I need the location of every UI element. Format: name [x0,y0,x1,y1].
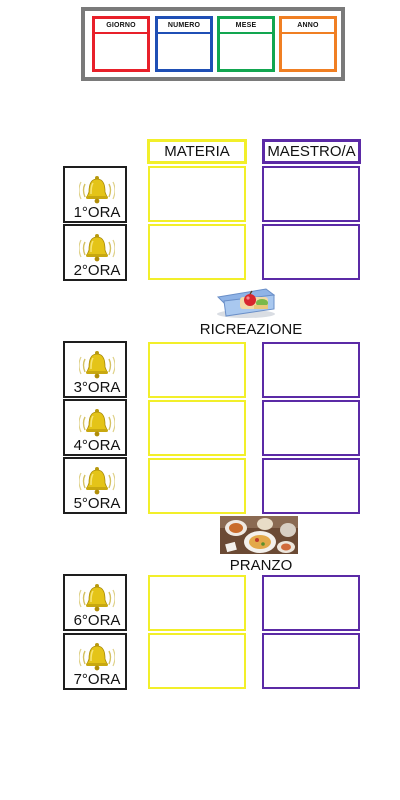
teacher-cell-7[interactable] [262,633,360,689]
subject-cell-4[interactable] [148,400,246,456]
teacher-cell-6[interactable] [262,575,360,631]
year-box[interactable]: ANNO [279,16,337,72]
bell-icon [79,233,115,263]
subject-cell-5[interactable] [148,458,246,514]
teacher-cell-2[interactable] [262,224,360,280]
hour-text: 2°ORA [73,262,121,279]
hour-label-2: 2°ORA [63,224,127,281]
hour-label-3: 3°ORA [63,341,127,398]
hour-label-4: 4°ORA [63,399,127,456]
bell-icon [79,466,115,496]
number-box[interactable]: NUMERO [155,16,213,72]
hour-text: 7°ORA [73,671,121,688]
bell-icon [79,408,115,438]
recess-label: RICREAZIONE [199,321,303,338]
teacher-cell-3[interactable] [262,342,360,398]
teacher-cell-1[interactable] [262,166,360,222]
bell-icon [79,175,115,205]
subject-cell-3[interactable] [148,342,246,398]
month-label: MESE [220,21,272,34]
bell-icon [79,350,115,380]
hour-text: 3°ORA [73,379,121,396]
teacher-cell-4[interactable] [262,400,360,456]
hour-text: 1°ORA [73,204,121,221]
hour-label-5: 5°ORA [63,457,127,514]
year-label: ANNO [282,21,334,34]
subject-column-header: MATERIA [147,139,247,164]
subject-cell-7[interactable] [148,633,246,689]
day-label: GIORNO [95,21,147,34]
teacher-column-header: MAESTRO/A [262,139,361,164]
meal-icon [220,516,298,554]
hour-text: 5°ORA [73,495,121,512]
number-label: NUMERO [158,21,210,34]
teacher-cell-5[interactable] [262,458,360,514]
hour-label-1: 1°ORA [63,166,127,223]
subject-cell-1[interactable] [148,166,246,222]
hour-text: 6°ORA [73,612,121,629]
month-box[interactable]: MESE [217,16,275,72]
day-box[interactable]: GIORNO [92,16,150,72]
hour-label-6: 6°ORA [63,574,127,631]
lunch-label: PRANZO [229,557,293,574]
bell-icon [79,642,115,672]
hour-text: 4°ORA [73,437,121,454]
lunchbox-icon [216,288,276,318]
hour-label-7: 7°ORA [63,633,127,690]
subject-cell-2[interactable] [148,224,246,280]
subject-cell-6[interactable] [148,575,246,631]
bell-icon [79,583,115,613]
